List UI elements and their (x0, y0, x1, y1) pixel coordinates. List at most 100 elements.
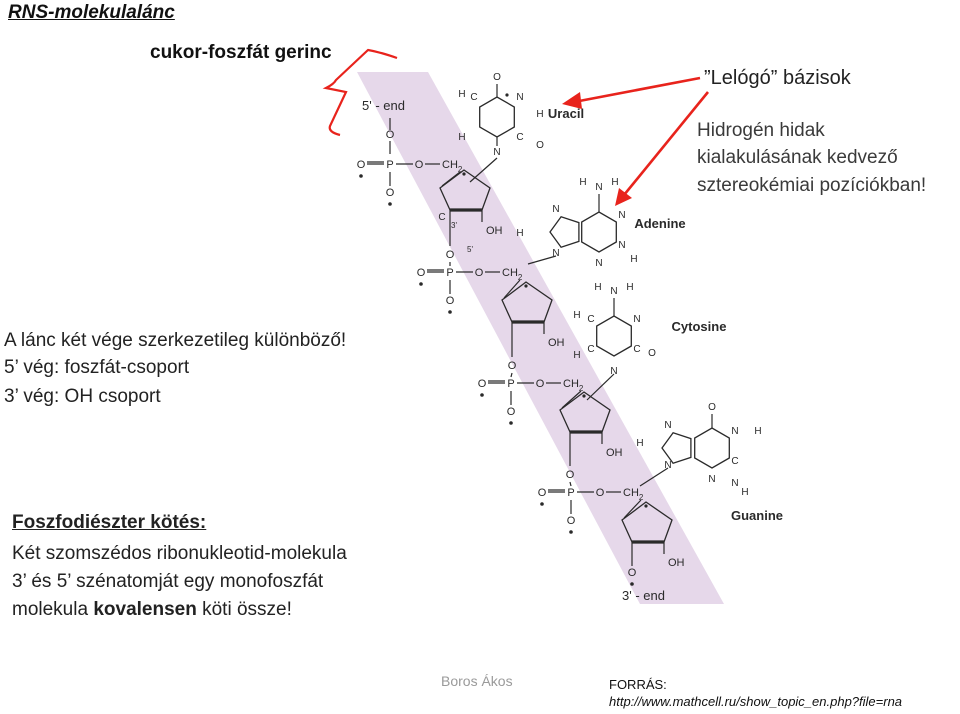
backbone-bracket (322, 48, 398, 137)
oxygen-atom: O (596, 487, 605, 499)
five-prime-end-label: 5' - end (362, 98, 405, 113)
atom-label: C (516, 132, 523, 143)
oxygen-atom: O (567, 515, 576, 527)
bond-line3-pre: molekula (12, 599, 94, 620)
bond-description-line: molekula kovalensen köti össze! (12, 599, 292, 621)
oxygen-atom: O (475, 267, 484, 279)
annotation-layer (322, 48, 710, 206)
atom-label: H (579, 177, 586, 188)
phosphorus-atom: P (567, 487, 574, 499)
hydroxyl-group: OH (606, 447, 623, 459)
atom-label: H (536, 109, 543, 120)
phosphorus-atom: P (386, 159, 393, 171)
atom-label: H (626, 282, 633, 293)
bond-line3-post: köti össze! (196, 599, 292, 620)
ch2-ribose-bond (623, 499, 642, 519)
ch2-label: CH2 (502, 267, 523, 282)
carbon-3-label: 3' (451, 221, 457, 230)
oxygen-atom: O (508, 360, 517, 372)
guanine-six-ring (694, 427, 730, 469)
charge-dot (630, 582, 634, 586)
atom-label: N (618, 240, 625, 251)
hydrogen-note-line: sztereokémiai pozíciókban! (697, 175, 927, 196)
ch2-label: CH2 (563, 378, 584, 393)
ch2-ribose-bond (561, 390, 582, 409)
author-credit: Boros Ákos (441, 673, 513, 689)
ring-oxygen-dot (524, 284, 528, 288)
ribose-ring (559, 391, 611, 433)
atom-label: N (516, 92, 523, 103)
atom-label: N (618, 210, 625, 221)
ribose-ring (501, 281, 553, 323)
arrow-to-uracil (573, 76, 701, 104)
atom-label: O (648, 348, 656, 359)
atom-label: H (611, 177, 618, 188)
atom-label: N (731, 478, 738, 489)
arrowhead-adenine (615, 188, 632, 206)
base-name-adenine: Adenine (634, 216, 685, 231)
bond-description-line: Két szomszédos ribonukleotid-molekula (12, 543, 347, 564)
atom-label: C (587, 344, 594, 355)
oxygen-atom: O (628, 567, 637, 579)
adenine-six-ring (581, 211, 617, 253)
five-prime-end-note: 5’ vég: foszfát-csoport (4, 357, 190, 378)
source-url[interactable]: http://www.mathcell.ru/show_topic_en.php… (609, 694, 903, 709)
uracil-ring (479, 96, 515, 138)
atom-label: N (610, 286, 617, 297)
glycosidic-bond (586, 373, 615, 401)
atom-label: H (516, 228, 523, 239)
atom-label: H (458, 132, 465, 143)
arrowhead-uracil (562, 92, 582, 109)
bases-label-text: Lelógó” bázisok (710, 67, 851, 89)
oxygen-atom: O (507, 406, 516, 418)
atom-label: N (731, 426, 738, 437)
atom-label: H (636, 438, 643, 449)
oxygen-atom: O (566, 469, 575, 481)
ribose-ring (621, 501, 673, 543)
charge-dot (569, 530, 573, 534)
hydroxyl-group: OH (668, 557, 685, 569)
bond-line3-bold: kovalensen (93, 599, 197, 620)
carbon-5-label: 5' (467, 245, 473, 254)
glycosidic-bond (469, 157, 498, 183)
ring-oxygen-dot (582, 394, 586, 398)
three-prime-end-note: 3’ vég: OH csoport (4, 386, 161, 407)
atom-label: H (594, 282, 601, 293)
hydroxyl-group: OH (486, 225, 503, 237)
atom-label: N (664, 420, 671, 431)
charge-dot (509, 421, 513, 425)
atom-label: N (595, 182, 602, 193)
guanine-five-ring (661, 432, 692, 464)
atom-label: O (536, 140, 544, 151)
oxygen-atom: O (538, 487, 547, 499)
ch2-label: CH2 (623, 487, 644, 502)
base-name-guanine: Guanine (731, 508, 783, 523)
three-prime-end-label: 3' - end (622, 588, 665, 603)
oxygen-atom: O (386, 187, 395, 199)
charge-dot (540, 502, 544, 506)
base-name-cytosine: Cytosine (672, 319, 727, 334)
atom-label: N (708, 474, 715, 485)
atom-label: N (633, 314, 640, 325)
oxygen-atom: O (386, 129, 395, 141)
phosphodiester-bond (510, 372, 513, 378)
phosphorus-atom: P (507, 378, 514, 390)
backbone-band (357, 72, 724, 604)
ch2-label: CH2 (442, 159, 463, 174)
atom-label: H (630, 254, 637, 265)
atom-label: C (470, 92, 477, 103)
carbon-3-label: C (438, 212, 445, 223)
cytosine-ring (596, 315, 632, 357)
atom-label: O (493, 72, 501, 83)
glycosidic-bond (639, 467, 669, 487)
ch2-ribose-bond (503, 279, 521, 299)
ring-oxygen-dot (644, 504, 648, 508)
page-title: RNS-molekulalánc (8, 2, 175, 23)
atom-label: N (493, 147, 500, 158)
atom-label: N (552, 204, 559, 215)
charge-dot (448, 310, 452, 314)
atom-label: O (708, 402, 716, 413)
atom-label: N (595, 258, 602, 269)
oxygen-atom: O (478, 378, 487, 390)
